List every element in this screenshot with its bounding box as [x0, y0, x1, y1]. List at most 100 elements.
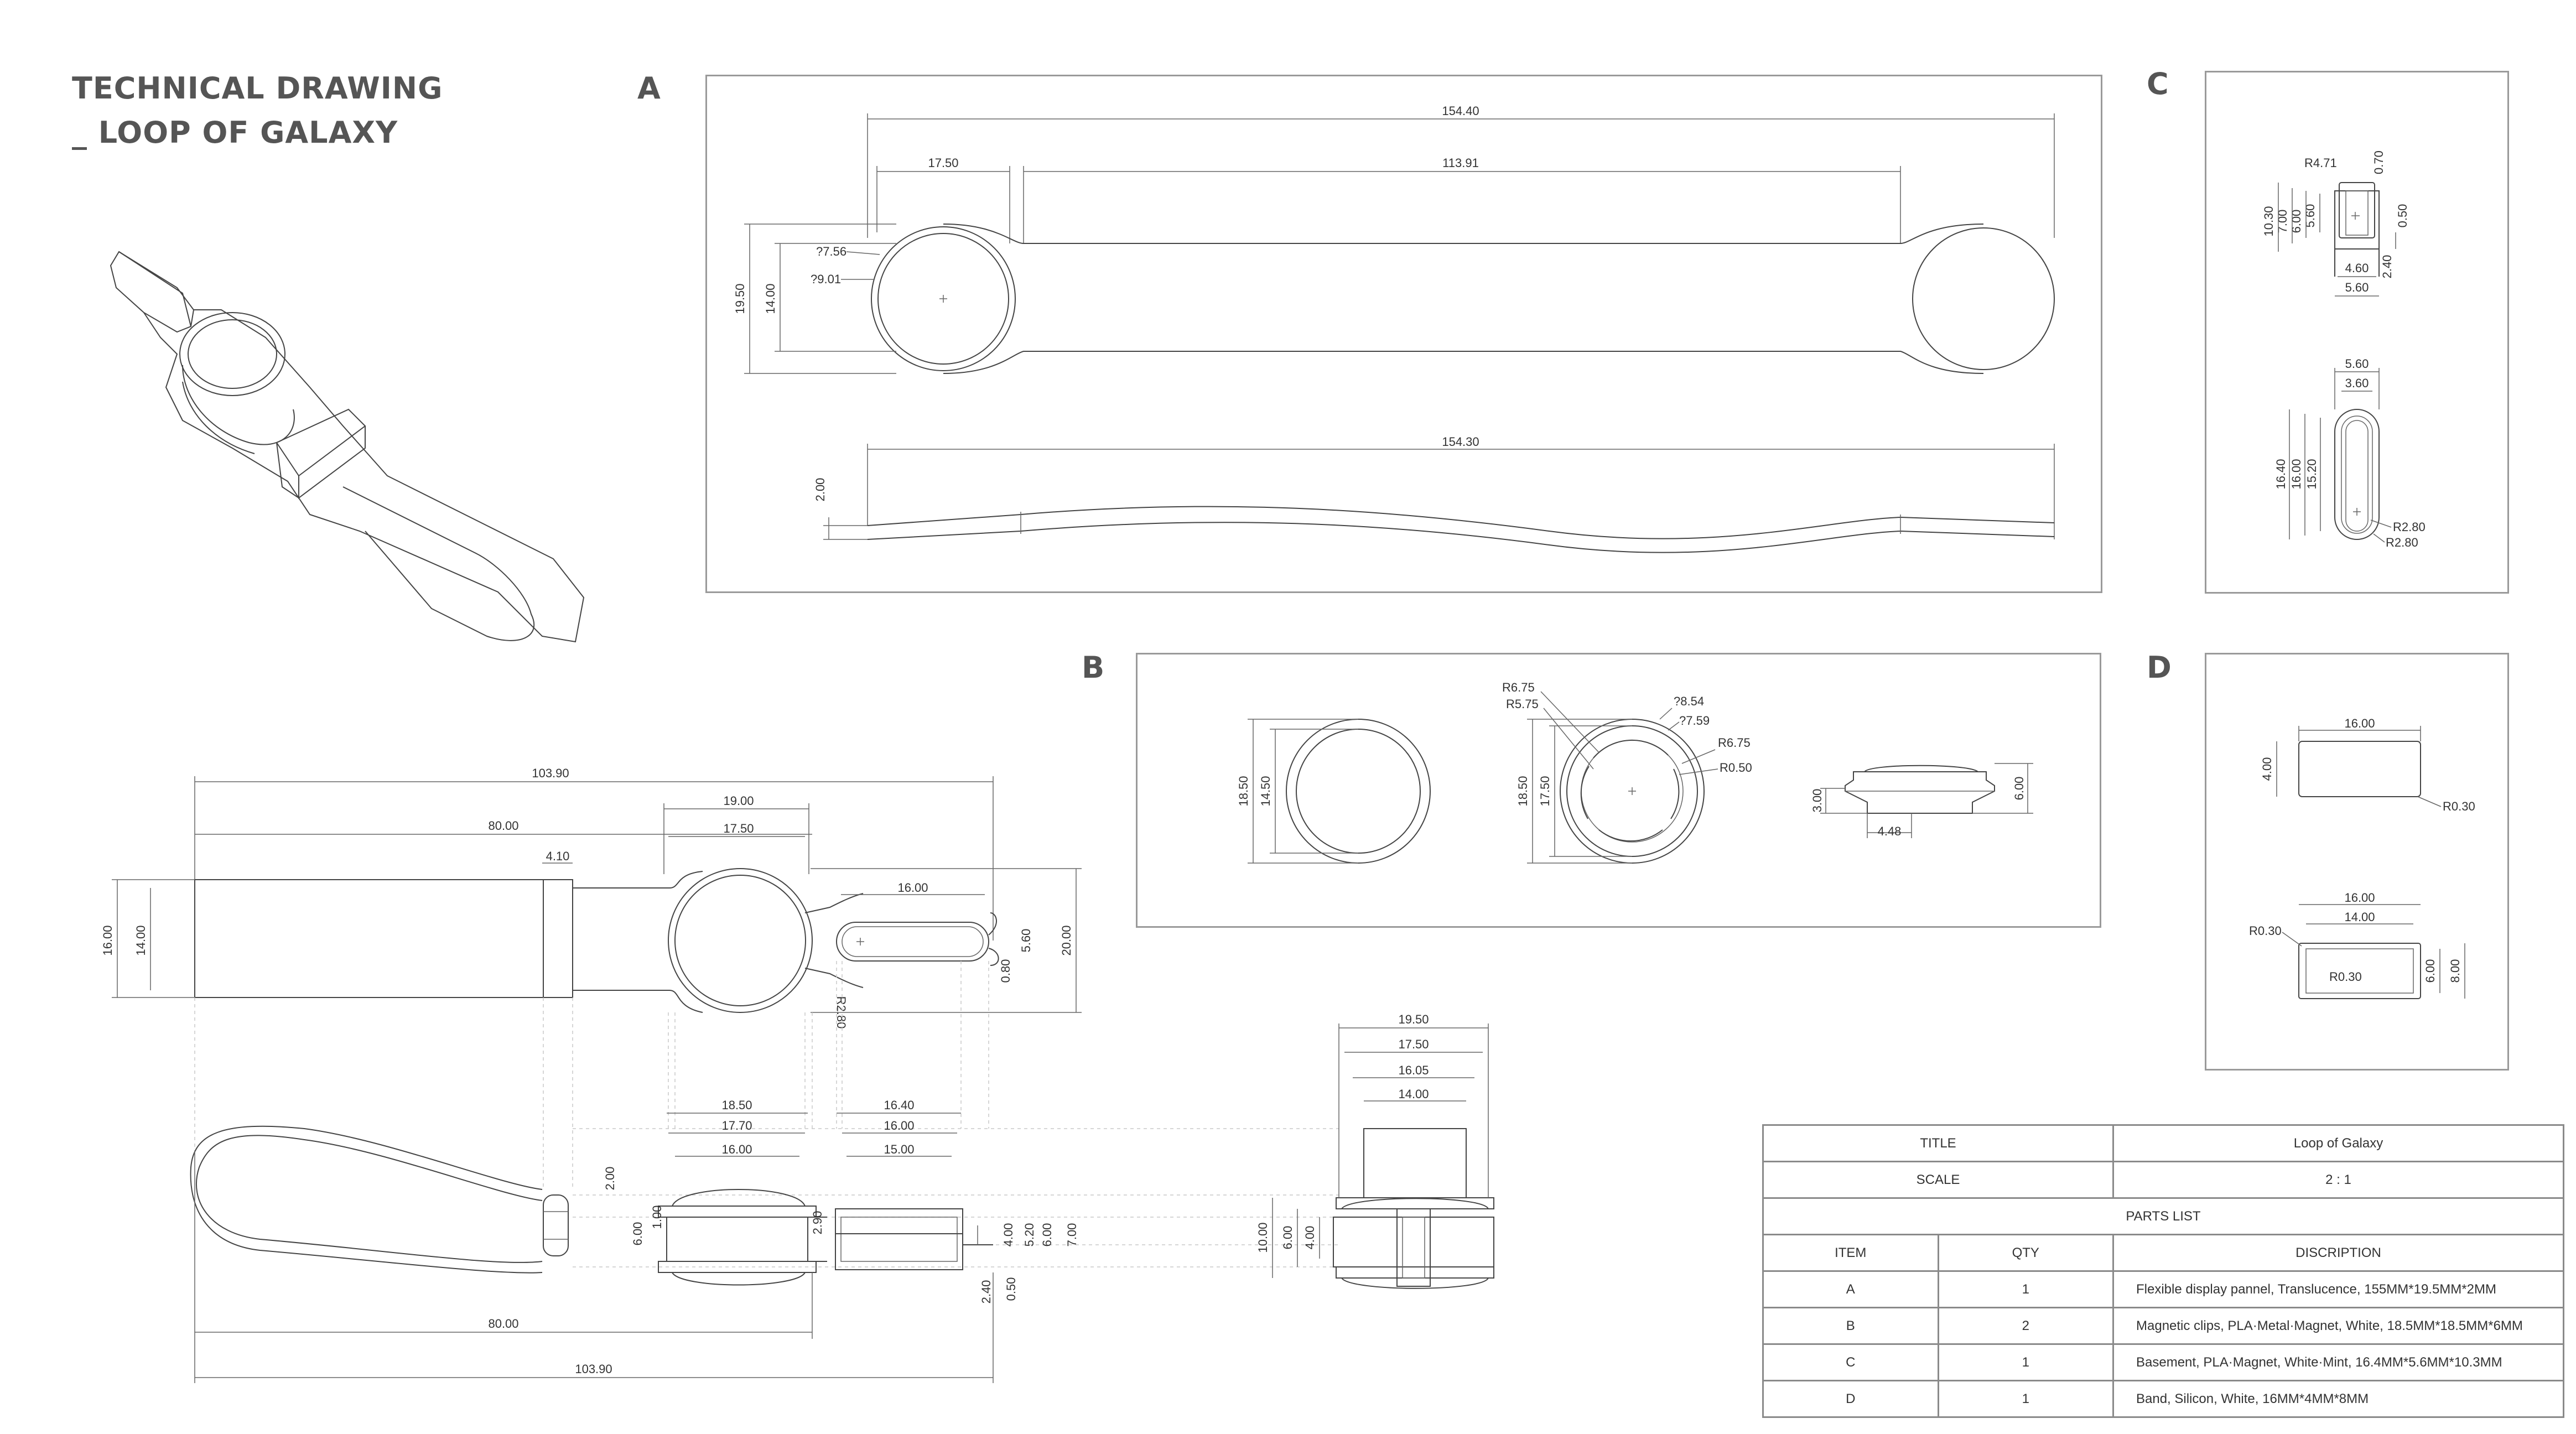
- dim-m-20v: 20.00: [1060, 925, 1073, 955]
- dim-a-left: 17.50: [928, 156, 958, 170]
- dim-c-w1: 4.60: [2345, 261, 2369, 275]
- row-desc: Band, Silicon, White, 16MM*4MM*8MM: [2112, 1380, 2564, 1418]
- dim-a-d1: ?7.56: [816, 245, 846, 258]
- row-item: D: [1762, 1380, 1939, 1418]
- panel-d: [2205, 653, 2509, 1071]
- dim-a-mid: 113.91: [1442, 156, 1479, 170]
- row-qty: 1: [1937, 1380, 2114, 1418]
- dim-s-160: 16.00: [721, 1142, 752, 1156]
- panel-b: [1136, 653, 2101, 928]
- dim-f-1605: 16.05: [1398, 1063, 1429, 1077]
- row-qty: 2: [1937, 1307, 2114, 1345]
- dim-d-h2: 6.00: [2423, 959, 2437, 983]
- panel-a: [705, 75, 2102, 593]
- dim-m-16: 16.00: [897, 881, 928, 895]
- dim-s-100: 1.00: [650, 1206, 664, 1229]
- dim-c-v1: 16.40: [2274, 459, 2288, 489]
- col-desc: DISCRIPTION: [2112, 1234, 2564, 1272]
- dim-s-177: 17.70: [721, 1119, 752, 1132]
- dim-s-600: 6.00: [631, 1222, 645, 1246]
- section-label-b: B: [1082, 650, 1105, 685]
- dim-f-195: 19.50: [1398, 1012, 1429, 1026]
- dim-s-600b: 6.00: [1040, 1223, 1054, 1247]
- dim-s-050: 0.50: [1004, 1277, 1018, 1301]
- dim-b-side-h2: 6.00: [2012, 777, 2026, 801]
- dim-f-140: 14.00: [1398, 1087, 1429, 1101]
- title-label: TITLE: [1762, 1124, 2114, 1162]
- dim-d-r3: R0.30: [2329, 970, 2362, 984]
- dim-d-r2: R0.30: [2249, 924, 2282, 938]
- dim-b-h4: 17.50: [1538, 776, 1552, 806]
- column-header-row: ITEM QTY DISCRIPTION: [1762, 1234, 2564, 1272]
- dim-c-h3: 6.00: [2289, 210, 2303, 233]
- dim-b-side-h: 3.00: [1810, 789, 1824, 813]
- dim-m-19: 19.00: [723, 794, 754, 808]
- dim-f-400: 4.00: [1303, 1226, 1317, 1250]
- dim-c-h4: 5.60: [2303, 204, 2317, 228]
- dim-c-top1: 5.60: [2345, 357, 2369, 371]
- dim-d-h1: 4.00: [2260, 757, 2274, 781]
- dim-a-overall: 154.40: [1442, 104, 1479, 118]
- dim-c-w2: 5.60: [2345, 280, 2369, 294]
- dim-s-400: 4.00: [1001, 1223, 1015, 1247]
- dim-c-h1: 10.30: [2262, 206, 2276, 236]
- dim-c-r2: R2.80: [2393, 520, 2426, 534]
- dim-m-560: 5.60: [1019, 929, 1033, 953]
- dim-b-r1: R6.75: [1502, 680, 1535, 694]
- dim-b-d2: ?7.59: [1679, 714, 1710, 728]
- dim-c-t3: 2.40: [2380, 255, 2394, 279]
- dim-m-14v: 14.00: [134, 925, 148, 955]
- dim-b-h2: 14.50: [1259, 776, 1273, 806]
- title-row: TITLE Loop of Galaxy: [1762, 1124, 2564, 1162]
- dim-m-175: 17.50: [723, 822, 754, 835]
- dim-b-d1: ?8.54: [1674, 694, 1704, 708]
- dim-s-200: 2.00: [603, 1167, 617, 1191]
- dim-s-150: 15.00: [884, 1142, 914, 1156]
- dim-s-290: 2.90: [811, 1211, 824, 1235]
- dim-a-h1: 19.50: [733, 283, 747, 314]
- dim-a-h2: 14.00: [764, 283, 777, 314]
- main-side-view: 18.50 17.70 16.00 16.40 16.00 15.00 2.00…: [190, 1098, 1079, 1383]
- col-qty: QTY: [1937, 1234, 2114, 1272]
- section-c-views: R4.71 0.70 10.30 7.00 6.00 5.60 4.60 5.6…: [2262, 150, 2426, 549]
- dim-d-r1: R0.30: [2443, 799, 2475, 813]
- scale-row: SCALE 2 : 1: [1762, 1161, 2564, 1199]
- dim-m-41: 4.10: [546, 849, 570, 863]
- col-item: ITEM: [1762, 1234, 1939, 1272]
- dim-c-t1: 0.70: [2372, 150, 2386, 174]
- row-qty: 1: [1937, 1270, 2114, 1308]
- table-row: A 1 Flexible display pannel, Translucenc…: [1762, 1270, 2564, 1308]
- dim-c-r: R4.71: [2304, 156, 2337, 170]
- row-desc: Basement, PLA·Magnet, White·Mint, 16.4MM…: [2112, 1343, 2564, 1381]
- isometric-view: [110, 251, 585, 643]
- section-label-d: D: [2147, 650, 2172, 685]
- row-desc: Magnetic clips, PLA·Metal·Magnet, White,…: [2112, 1307, 2564, 1345]
- row-item: A: [1762, 1270, 1939, 1308]
- main-plan-view: 103.90 80.00 19.00 17.50 4.10: [101, 766, 1082, 1028]
- section-label-c: C: [2147, 66, 2169, 101]
- dim-b-r3: R6.75: [1718, 736, 1751, 750]
- dim-s-240: 2.40: [979, 1280, 993, 1304]
- dim-s-185: 18.50: [721, 1098, 752, 1112]
- parts-header-row: PARTS LIST: [1762, 1197, 2564, 1235]
- dim-s-520: 5.20: [1022, 1223, 1036, 1247]
- dim-m-080: 0.80: [999, 959, 1012, 983]
- row-qty: 1: [1937, 1343, 2114, 1381]
- dim-b-h1: 18.50: [1237, 776, 1250, 806]
- dim-m-103: 103.90: [532, 766, 569, 780]
- panel-c: [2205, 71, 2509, 594]
- dim-d-w3: 14.00: [2344, 910, 2375, 924]
- dim-a-d2: ?9.01: [811, 272, 841, 286]
- row-desc: Flexible display pannel, Translucence, 1…: [2112, 1270, 2564, 1308]
- section-b-views: 18.50 14.50 R6.75 R5.75 ?8.54 ?7.59 R6.7…: [1237, 680, 2033, 864]
- dim-c-top2: 3.60: [2345, 376, 2369, 390]
- dim-b-r2: R5.75: [1506, 697, 1539, 711]
- dim-f-600: 6.00: [1281, 1226, 1295, 1250]
- dim-s-160b: 16.00: [884, 1119, 914, 1132]
- dim-b-h3: 18.50: [1516, 776, 1530, 806]
- parts-header: PARTS LIST: [1762, 1197, 2564, 1235]
- dim-c-v2: 16.00: [2289, 459, 2303, 489]
- title-value: Loop of Galaxy: [2112, 1124, 2564, 1162]
